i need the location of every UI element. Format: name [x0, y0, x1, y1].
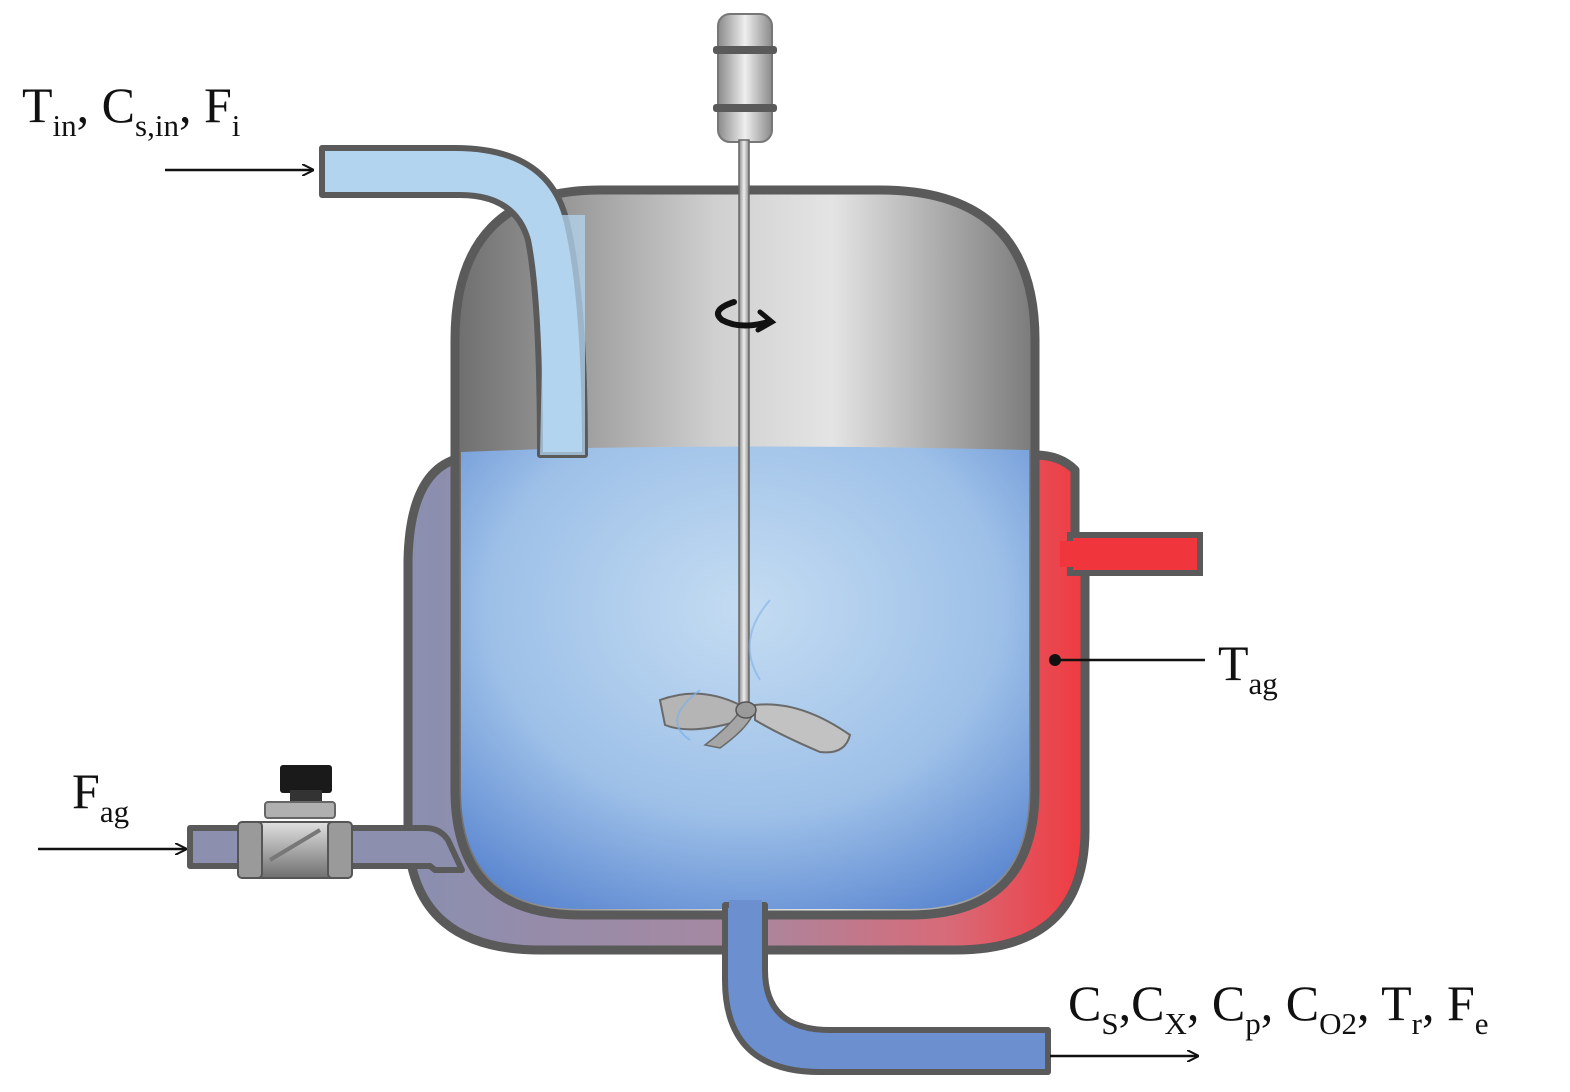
coolant-inlet-label: Fag: [72, 763, 129, 829]
impeller-icon: [658, 599, 852, 754]
motor-icon: [713, 13, 777, 143]
solenoid-valve-icon: [237, 765, 353, 879]
outlet-pipe: [722, 902, 1051, 1075]
inlet-label: Tin, Cs,in, Fi: [22, 77, 241, 143]
agitator-shaft: [738, 139, 750, 713]
jacket-outlet-pipe: [1067, 532, 1203, 576]
rotation-arrow-icon: [715, 299, 777, 333]
outlet-label: CS,CX, Cp, CO2, Tr, Fe: [1068, 975, 1489, 1041]
jacket-temperature-label: Tag: [1218, 635, 1278, 701]
